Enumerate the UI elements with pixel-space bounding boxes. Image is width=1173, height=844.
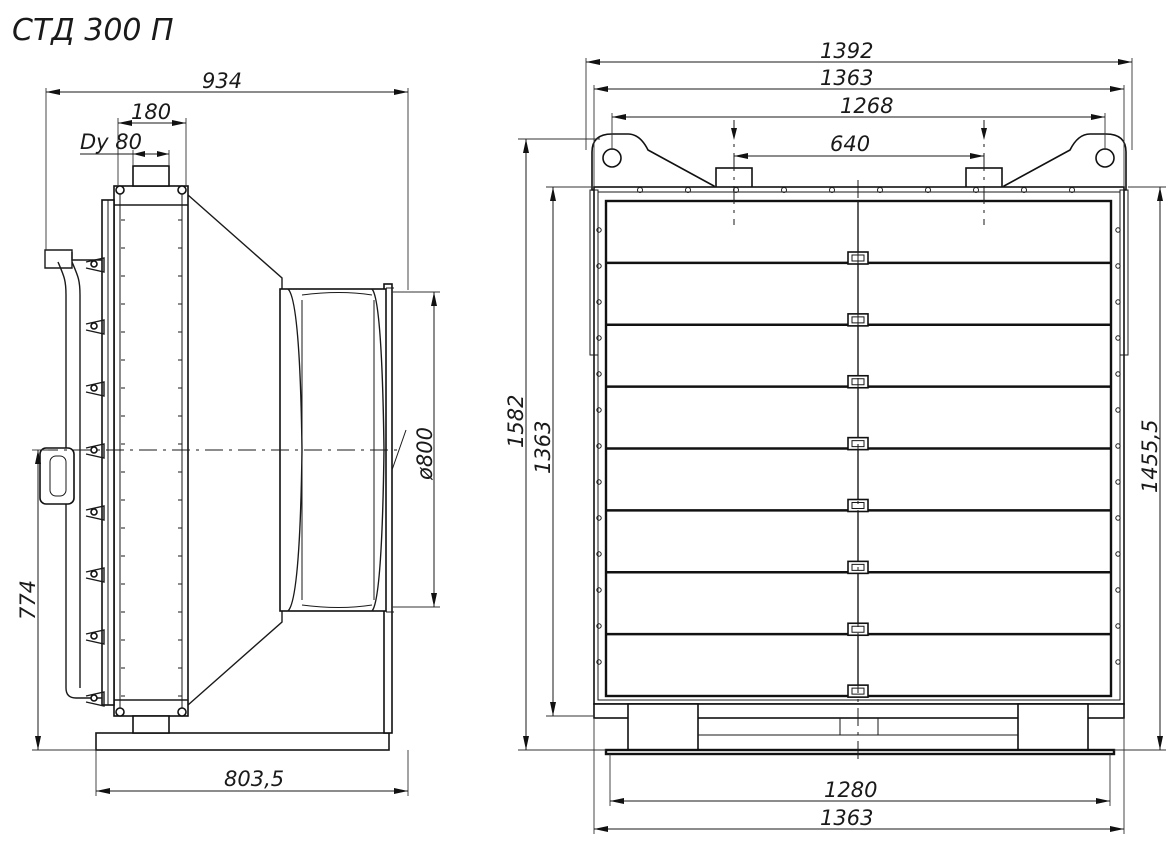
dim-front-1363-top-label: 1363 — [820, 66, 873, 90]
front-slat-clips — [847, 251, 869, 698]
side-cone — [187, 194, 283, 706]
dim-side-fan-diameter-label: ø800 — [413, 427, 437, 481]
side-top-nozzle — [132, 165, 170, 187]
dim-front-1392-label: 1392 — [820, 39, 873, 63]
side-actuator-linkage — [39, 249, 102, 699]
dim-front-1363-top: 1363 — [593, 66, 1125, 187]
drawing-title: СТД 300 П — [12, 13, 174, 48]
dim-front-640-label: 640 — [830, 132, 870, 156]
side-view: 934 180 Dy 80 803,5 — [16, 69, 440, 796]
dim-side-934-label: 934 — [202, 69, 242, 93]
dim-side-8035-label: 803,5 — [224, 767, 284, 791]
dim-front-14555: 1455,5 — [1114, 186, 1166, 751]
dim-side-dy80: Dy 80 — [80, 130, 170, 166]
front-bottom-rail — [593, 703, 1125, 719]
dim-front-1268: 1268 — [611, 94, 1106, 150]
dim-side-180-label: 180 — [131, 100, 171, 124]
dim-front-1280-label: 1280 — [824, 778, 877, 802]
front-foot-right — [1017, 703, 1089, 751]
dim-side-934: 934 — [45, 69, 409, 290]
front-base-plate — [604, 748, 1116, 756]
dim-front-14555-label: 1455,5 — [1138, 420, 1162, 493]
dim-front-1363-vertical-label: 1363 — [531, 421, 555, 474]
dim-front-1268-label: 1268 — [840, 94, 893, 118]
dim-front-1363-bottom-label: 1363 — [820, 806, 873, 830]
front-foot-left — [627, 703, 699, 751]
dim-front-1363-bottom: 1363 — [593, 718, 1125, 834]
side-louver-frame — [101, 199, 115, 706]
dim-front-1280: 1280 — [609, 754, 1111, 806]
dim-side-774: 774 — [16, 449, 96, 751]
side-rivet-marks — [121, 219, 182, 697]
dim-side-774-label: 774 — [16, 580, 40, 620]
dim-side-8035: 803,5 — [95, 750, 409, 796]
side-linkage-levers — [85, 257, 105, 707]
dim-side-180: 180 — [117, 100, 187, 186]
dim-front-640: 640 — [731, 128, 987, 159]
side-bottom-nozzle — [132, 715, 170, 734]
dim-side-fan-diameter: ø800 — [391, 291, 440, 608]
dim-front-1582-label: 1582 — [504, 395, 528, 448]
side-exchanger — [113, 185, 189, 717]
side-bolts — [115, 185, 187, 717]
front-view: 1392 1363 1268 640 — [504, 39, 1166, 834]
dim-front-1363-vertical: 1363 — [531, 186, 594, 717]
dim-front-1392: 1392 — [585, 39, 1133, 150]
dim-side-dy80-label: Dy 80 — [80, 130, 142, 154]
dim-front-1582: 1582 — [504, 138, 606, 751]
side-base-plate — [95, 732, 390, 751]
